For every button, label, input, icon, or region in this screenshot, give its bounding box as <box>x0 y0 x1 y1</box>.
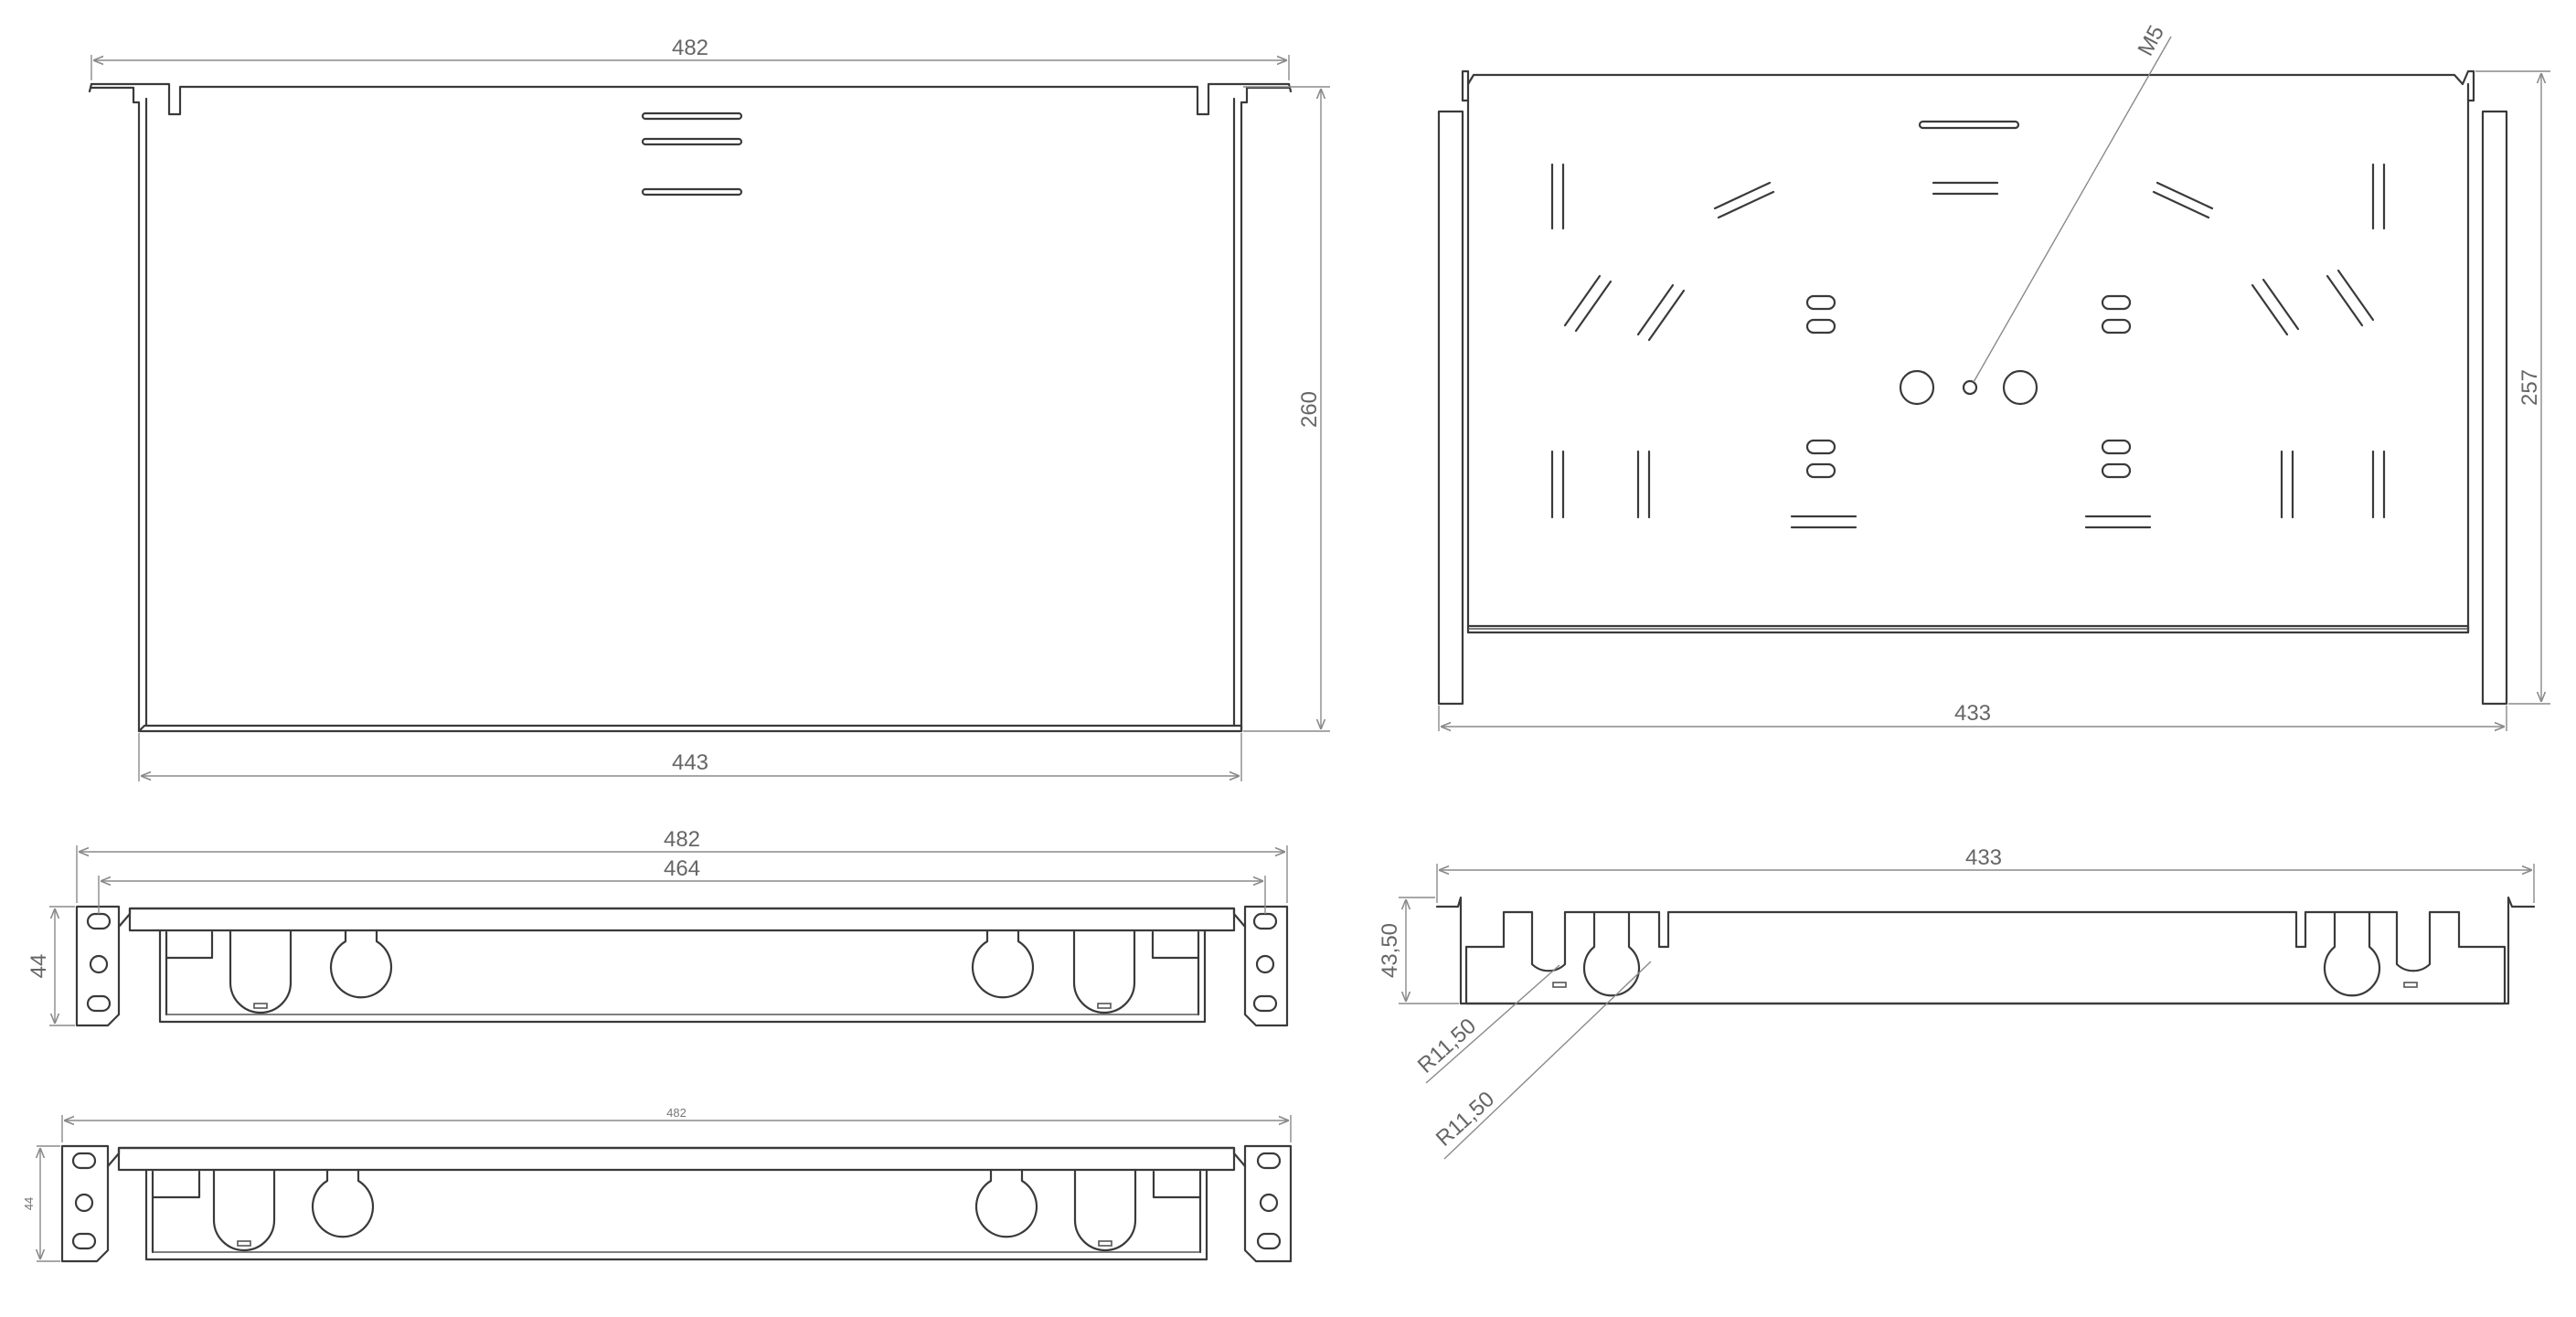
mounting-slots <box>1550 120 2386 529</box>
dim-label-r11-50-a: R11,50 <box>1413 1014 1481 1078</box>
view-front-left-2: 482 44 <box>22 1106 1293 1263</box>
dimension-44-front2: 44 <box>22 1145 60 1262</box>
view-front-right: 433 43,50 R11,50 R11,50 <box>1378 845 2536 1160</box>
dim-label-m5: M5 <box>2134 21 2169 59</box>
leader-r11-50-a: R11,50 <box>1413 964 1560 1084</box>
dim-label-260: 260 <box>1297 391 1322 428</box>
dim-label-44-front2: 44 <box>22 1197 36 1210</box>
dim-label-464: 464 <box>664 856 700 881</box>
dimension-43-50: 43,50 <box>1378 897 1459 1004</box>
tray-outline <box>88 82 1293 733</box>
dim-label-482-front2: 482 <box>666 1106 687 1120</box>
dim-label-433-front: 433 <box>1965 845 2002 870</box>
round-holes <box>1899 369 2038 406</box>
dim-label-433-top: 433 <box>1954 701 1991 726</box>
cable-cutouts-2 <box>212 1168 1137 1252</box>
dim-label-r11-50-b: R11,50 <box>1432 1087 1499 1152</box>
dimension-260: 260 <box>1243 86 1330 732</box>
view-top-right: M5 433 257 <box>1437 21 2550 731</box>
dim-label-482: 482 <box>672 36 708 60</box>
section-profile <box>1435 896 2536 1005</box>
leader-r11-50-b: R11,50 <box>1432 961 1652 1160</box>
dimension-433-front: 433 <box>1436 845 2535 903</box>
dimension-482-front1: 482 <box>76 827 1288 903</box>
view-top-left: 482 443 260 <box>88 36 1330 781</box>
cable-cutouts <box>229 929 1136 1014</box>
rack-ear-left-2 <box>60 1144 110 1263</box>
plate-outline <box>1437 69 2508 706</box>
dimension-482-top: 482 <box>90 36 1290 80</box>
dim-label-482-front1: 482 <box>664 827 700 852</box>
oval-holes <box>1805 294 2132 479</box>
dim-label-257: 257 <box>2517 369 2542 406</box>
dimension-443: 443 <box>138 733 1242 781</box>
rack-ear-right <box>1243 905 1289 1027</box>
dim-label-443: 443 <box>672 750 708 775</box>
dim-label-44-front1: 44 <box>27 954 51 979</box>
tray-front-profile <box>117 907 1247 1024</box>
rack-ear-right-2 <box>1243 1144 1293 1263</box>
view-front-left-1: 482 464 44 <box>27 827 1289 1027</box>
dim-label-43-50: 43,50 <box>1378 923 1402 978</box>
dimension-464: 464 <box>98 856 1266 914</box>
rack-ear-left <box>75 905 121 1027</box>
ventilation-slots <box>641 112 743 196</box>
dimension-482-front2: 482 <box>61 1106 1292 1142</box>
tray-front-profile-2 <box>106 1146 1247 1261</box>
dimension-433-top: 433 <box>1438 701 2507 731</box>
dimension-44-front1: 44 <box>27 906 75 1026</box>
dimension-257: 257 <box>2475 70 2550 705</box>
